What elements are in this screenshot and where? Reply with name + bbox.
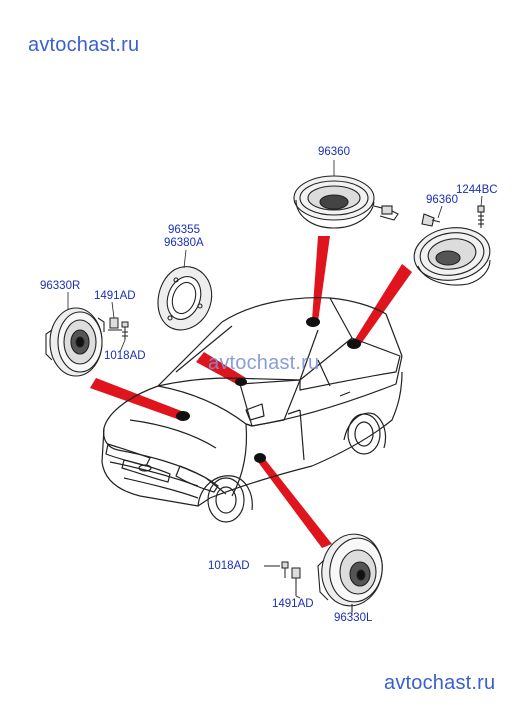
label-1491AD-left: 1491AD [94,290,136,302]
label-96330R: 96330R [40,280,81,292]
loc-top [306,317,320,327]
label-96380A: 96380A [164,237,204,249]
loc-ring [235,378,247,386]
label-96360-right: 96360 [426,194,458,206]
label-96330L: 96330L [334,612,373,624]
clip-1491AD-bottom [291,567,301,596]
label-1244BC: 1244BC [456,184,498,196]
watermark-bottom-right: avtochast.ru [384,672,496,694]
car-body [101,297,403,523]
loc-front-left [254,453,266,463]
watermark-top-left: avtochast.ru [28,34,140,56]
red-pointers [90,236,412,548]
loc-front-right [176,411,190,421]
label-1491AD-bottom: 1491AD [272,598,314,610]
label-1018AD-bottom: 1018AD [208,560,250,572]
loc-right [347,339,361,349]
watermark-middle: avtochast.ru [208,352,320,374]
leader-lines [67,160,483,616]
speaker-96360-top [293,175,399,229]
pointer-right-speaker [352,264,412,348]
clip-1491AD-left [108,317,122,331]
pointer-front-right-speaker [90,378,184,420]
speaker-locations [176,317,361,463]
speaker-96330R [45,307,105,377]
screw-1018AD-bottom [264,561,289,578]
label-1018AD-left: 1018AD [104,350,146,362]
pointer-top-speaker [312,236,330,322]
screw-1018AD-left [121,321,129,340]
label-96355: 96355 [168,224,200,236]
speaker-ring [157,266,213,331]
speaker-96330L [317,533,383,612]
speaker-96360-right [413,205,491,286]
label-96360-top: 96360 [318,146,350,158]
pointer-front-left-speaker [258,458,332,548]
